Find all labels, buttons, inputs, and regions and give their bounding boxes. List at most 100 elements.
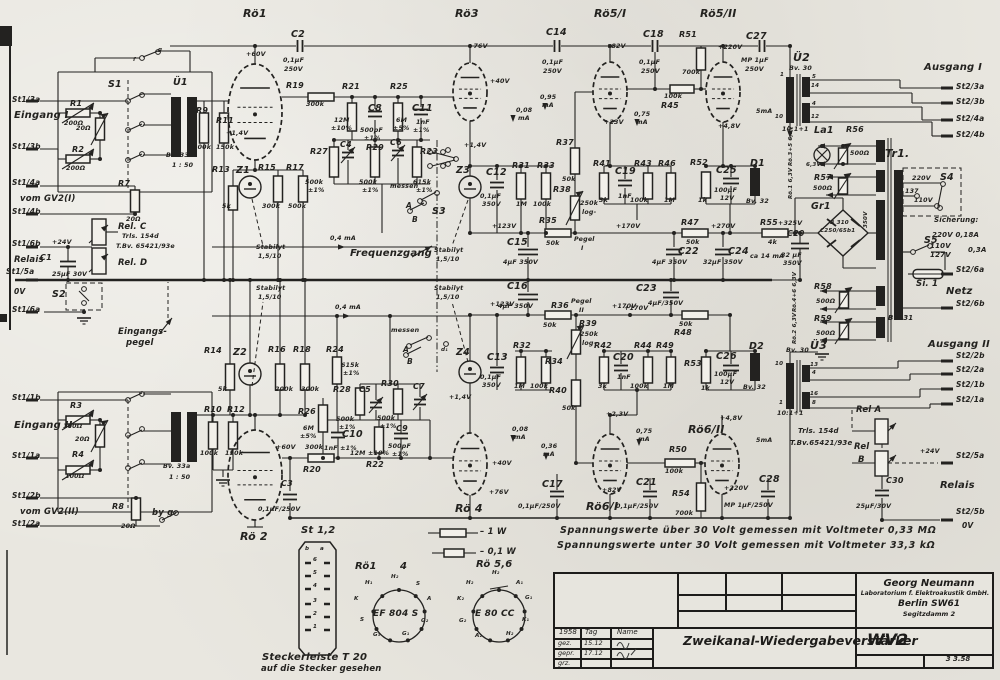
junction-dot — [388, 314, 392, 318]
arrow — [348, 147, 355, 154]
U2-secondary — [802, 103, 810, 123]
tag-header: Tag — [585, 628, 598, 636]
resistor-R19 — [307, 92, 335, 102]
arrow — [634, 119, 640, 126]
junction-dot — [248, 369, 252, 373]
resistor-R37 — [569, 147, 581, 175]
resistor-R48 — [681, 310, 709, 320]
junction-dot — [468, 164, 472, 168]
tube-Ro1 — [227, 63, 283, 161]
arrow — [844, 287, 852, 293]
junction-dot — [468, 231, 472, 235]
wire — [78, 290, 90, 302]
arrow — [787, 131, 793, 138]
resistor-R42 — [598, 356, 610, 384]
arrow — [844, 318, 852, 324]
resistor-R16 — [274, 363, 286, 391]
junction-dot — [608, 44, 612, 48]
arrow — [398, 145, 405, 152]
wire — [251, 198, 264, 247]
junction-dot — [519, 164, 523, 168]
Tr1-HT — [876, 200, 885, 260]
junction-dot — [628, 313, 632, 317]
switch-contact — [159, 517, 165, 523]
resistor-R34 — [540, 356, 552, 384]
wire — [90, 112, 109, 146]
capacitor-C16 — [518, 291, 538, 303]
junction-dot — [278, 278, 282, 282]
arrow — [100, 254, 108, 261]
switch-contact — [927, 243, 933, 249]
stabilizer-Z3 — [458, 175, 482, 199]
Tr1-heater — [876, 286, 885, 306]
junction-dot — [222, 278, 226, 282]
switch-contact — [914, 193, 920, 199]
junction-dot — [228, 278, 232, 282]
junction-dot — [573, 231, 577, 235]
junction-dot — [134, 496, 138, 500]
junction-dot — [526, 231, 530, 235]
relay-coil — [874, 418, 889, 445]
arrow — [818, 143, 825, 149]
switch-contact — [81, 300, 87, 306]
switch-contact — [434, 190, 440, 196]
arrow — [510, 435, 516, 442]
resistor-legend-1W — [439, 528, 467, 538]
switch-contact — [934, 203, 940, 209]
junction-dot — [704, 164, 708, 168]
resistor-R43 — [642, 172, 654, 200]
arrow — [88, 460, 94, 468]
U3-secondary — [802, 365, 810, 382]
junction-dot — [66, 278, 70, 282]
resistor-R47 — [681, 228, 709, 238]
switch-contact — [403, 352, 409, 358]
junction-dot — [841, 162, 845, 166]
junction-dot — [374, 627, 379, 631]
switch-contact — [426, 335, 432, 341]
junction-dot — [231, 413, 235, 417]
wire — [816, 149, 828, 161]
wire — [565, 190, 584, 226]
wire — [834, 286, 853, 314]
resistor-R36 — [544, 310, 572, 320]
junction-dot — [753, 349, 757, 353]
resistor-R29 — [369, 146, 381, 178]
arrow — [424, 246, 432, 252]
junction-dot — [98, 111, 102, 115]
resistor-R18 — [299, 363, 311, 391]
wire — [451, 199, 469, 247]
arrow — [636, 439, 642, 446]
resistor-R33 — [540, 172, 552, 200]
junction-dot — [471, 609, 476, 614]
junction-dot — [248, 413, 252, 417]
junction-dot — [574, 461, 578, 465]
U2-secondary — [802, 77, 810, 97]
arrow — [165, 318, 172, 326]
junction-dot — [766, 516, 770, 520]
junction-dot — [468, 367, 472, 371]
junction-dot — [419, 138, 423, 142]
junction-dot — [288, 456, 292, 460]
switch-contact — [453, 156, 459, 162]
drawing-code: WV2 — [867, 630, 909, 649]
company-sub: Laboratorium f. Elektroakustik GmbH. — [860, 590, 990, 597]
junction-dot — [721, 91, 725, 96]
junction-dot — [468, 182, 472, 186]
junction-dot — [555, 516, 559, 520]
arrow — [575, 191, 583, 197]
wire — [914, 244, 930, 252]
junction-dot — [321, 456, 325, 460]
wire — [833, 172, 852, 200]
wire — [826, 218, 837, 227]
arrow — [889, 455, 896, 462]
junction-dot — [669, 349, 673, 353]
arrow — [542, 103, 548, 110]
junction-dot — [98, 157, 102, 161]
junction-dot — [522, 609, 527, 614]
junction-dot — [653, 87, 657, 91]
signature-squiggles — [616, 642, 637, 660]
resistor-R35 — [544, 228, 572, 238]
junction-dot — [288, 516, 292, 520]
wire — [489, 585, 509, 590]
drawing-title: Zweikanal-Wiedergabeverstärker — [683, 633, 918, 648]
